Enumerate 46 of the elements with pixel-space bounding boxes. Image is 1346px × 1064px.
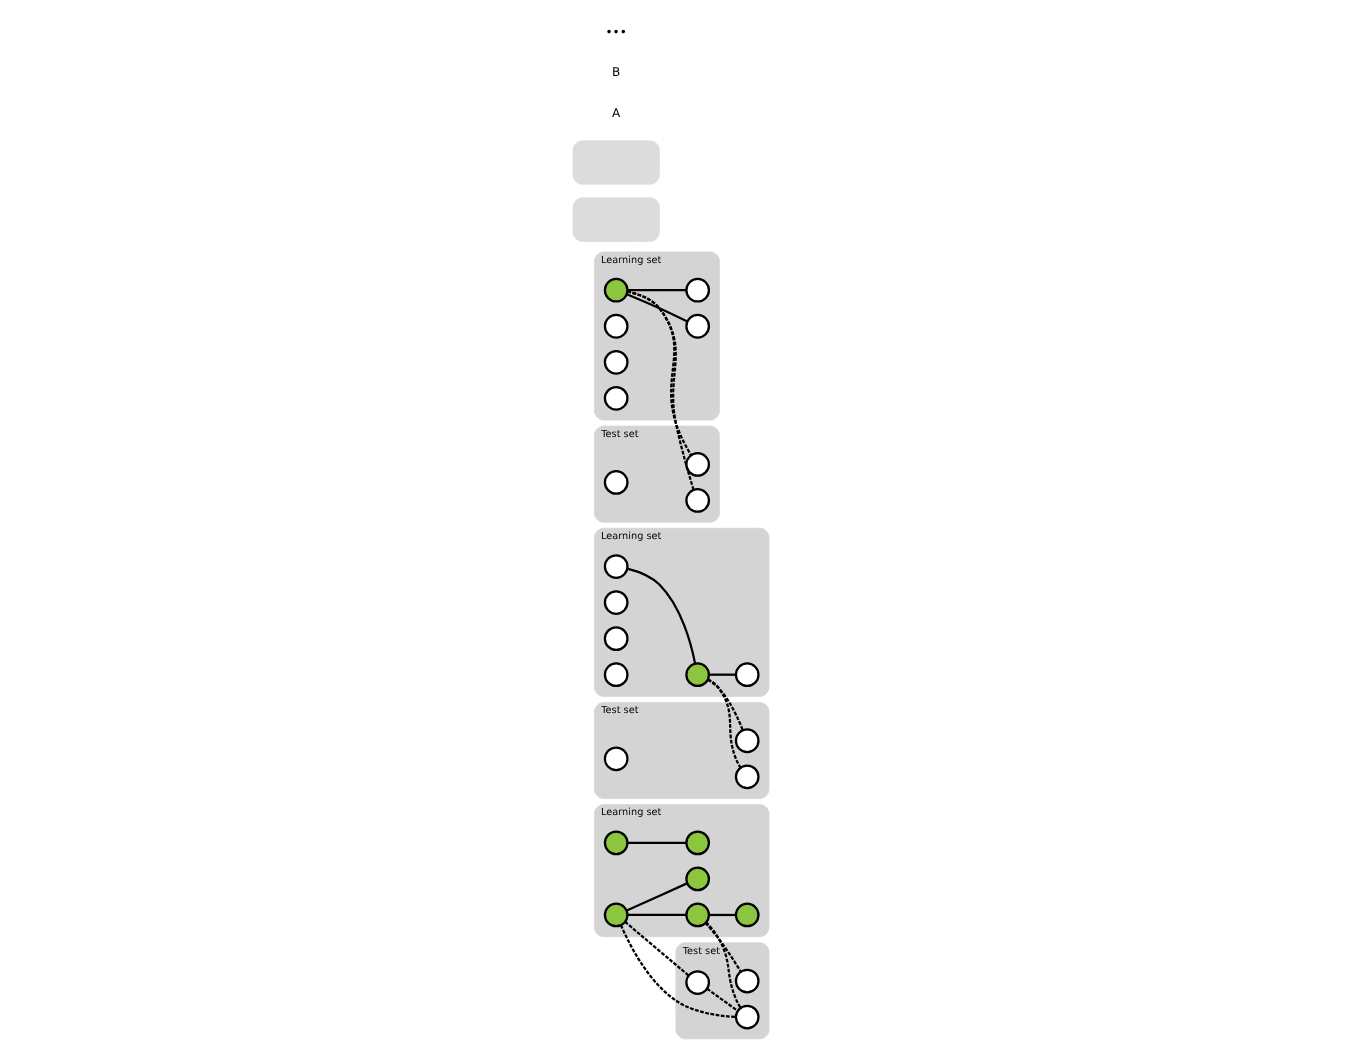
node-circle [602,385,628,411]
connector [626,289,686,292]
connector [619,924,735,1019]
connector [626,841,686,844]
node-circle [602,746,628,772]
node-circle [602,470,628,495]
connector [706,678,741,769]
connector [706,678,743,731]
connector [704,921,741,1009]
node-circle [602,626,628,651]
node-box [571,197,659,242]
node-box [571,140,659,185]
node-circle [733,902,759,928]
node-circle [602,277,628,303]
node-circle [733,968,759,994]
node-circle [602,590,628,615]
connector [623,921,689,977]
node-circle [602,313,628,339]
node-circle [684,452,710,477]
node-circle [602,662,628,688]
node-circle [684,313,710,339]
connector [703,922,741,973]
connector [626,913,686,917]
node-circle [733,728,759,754]
connector [626,290,694,491]
node-circle [684,277,710,303]
node-circle [684,902,710,928]
connector [625,882,687,912]
node-circle [684,488,710,513]
node-circle [733,662,759,688]
node-circle [602,349,628,375]
connector [705,987,738,1012]
node-circle [733,764,759,790]
node-circle [733,1004,759,1030]
node-circle [602,902,628,928]
connector [708,913,735,917]
connector [625,293,687,323]
node-circle [684,866,710,892]
connector [626,567,696,664]
node-circle [602,554,628,579]
node-circle [602,830,628,856]
node-circle [684,662,710,688]
node-circle [684,970,710,995]
connector [708,673,735,676]
connector [626,290,691,456]
node-circle [684,830,710,856]
